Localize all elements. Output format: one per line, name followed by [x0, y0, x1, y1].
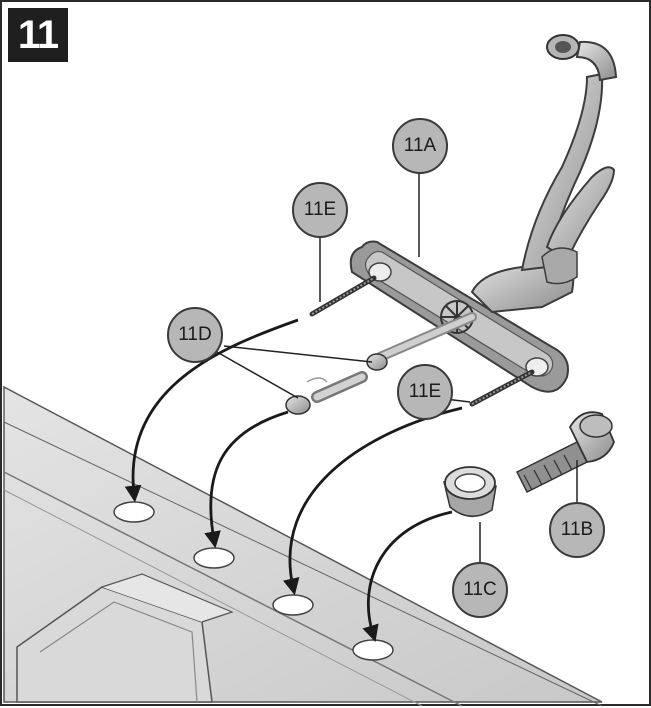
- leader-11d-2: [216, 351, 299, 399]
- arrow-washer-to-hole-4: [362, 510, 453, 643]
- washer: [443, 466, 497, 517]
- step-number-badge: 11: [8, 8, 68, 62]
- callout-11d: 11D: [167, 307, 223, 363]
- supply-hose-assembly: [285, 312, 477, 415]
- faucet-body: [470, 34, 618, 314]
- mounting-hole-2: [193, 547, 235, 569]
- arrow-screw-to-hole-1: [124, 318, 299, 503]
- leader-11d-1: [223, 345, 373, 363]
- leader-lines: [216, 172, 578, 562]
- callout-11c: 11C: [452, 562, 508, 618]
- bolt: [515, 411, 615, 494]
- mounting-screw-right: [469, 369, 535, 407]
- mounting-hole-3: [272, 594, 314, 616]
- callout-11b: 11B: [549, 502, 605, 558]
- mounting-hole-4: [352, 639, 394, 661]
- faucet-base-plate: [349, 240, 569, 393]
- mounting-hole-1: [113, 501, 155, 523]
- mounting-screw-left: [309, 275, 377, 317]
- arrow-hose-to-hole-2: [204, 410, 289, 549]
- faucet-handle: [545, 166, 616, 262]
- sink-basin: [16, 573, 234, 703]
- callout-11e-top: 11E: [292, 182, 348, 238]
- callout-11e-right: 11E: [397, 364, 453, 420]
- callout-11a: 11A: [392, 118, 448, 174]
